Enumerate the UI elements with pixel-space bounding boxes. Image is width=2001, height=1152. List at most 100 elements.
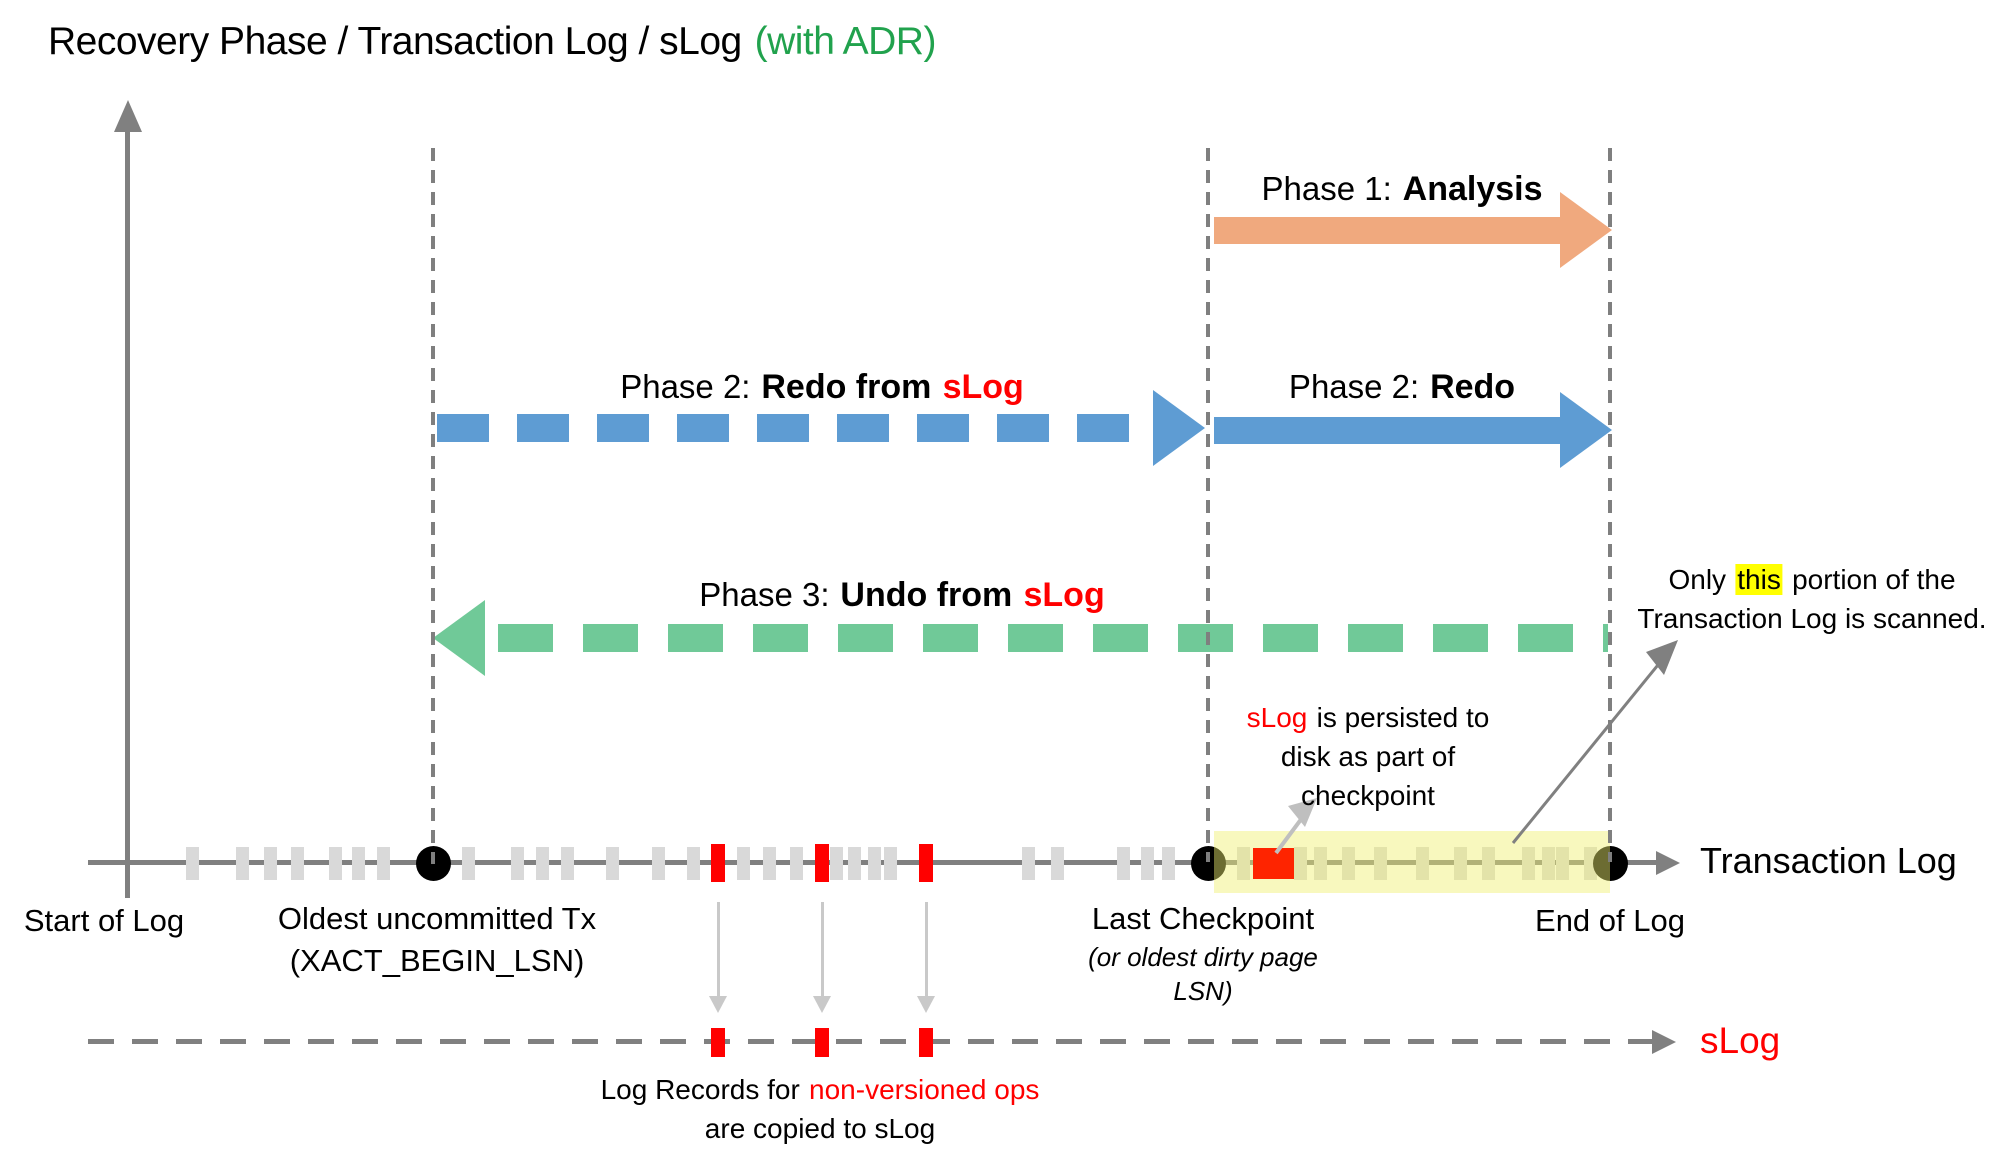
- phase2-redo-label: Phase 2: Redo: [1289, 368, 1515, 407]
- phase3-undo-from-slog-label: Phase 3: Undo from sLog: [699, 576, 1104, 615]
- log-tick: [1051, 847, 1064, 880]
- log-tick: [763, 847, 776, 880]
- phase3-red: sLog: [1023, 576, 1105, 614]
- persist-note-red: sLog: [1246, 702, 1308, 733]
- phase2-slog-prefix: Phase 2:: [620, 368, 751, 405]
- end-of-log-guide: [1608, 148, 1612, 862]
- phase2-slog-red: sLog: [942, 368, 1024, 406]
- log-tick: [329, 847, 342, 880]
- phase1-label: Phase 1:Analysis: [1262, 170, 1543, 209]
- persist-note-line3: checkpoint: [1301, 780, 1435, 811]
- log-tick: [1522, 847, 1535, 880]
- page-title: Recovery Phase / Transaction Log / sLog(…: [48, 20, 936, 64]
- copy-note-line1: Log Records for non-versioned ops: [601, 1070, 1040, 1109]
- oldest-uncommitted-tx-guide: [431, 148, 435, 864]
- log-tick: [790, 847, 803, 880]
- phase2-redo-arrow: [1214, 417, 1560, 444]
- copy-to-slog-arrow-line: [717, 902, 720, 996]
- copy-to-slog-arrowhead-icon: [813, 996, 831, 1013]
- log-tick: [377, 847, 390, 880]
- end-of-log-label: End of Log: [1535, 903, 1685, 938]
- phase2-redo-from-slog-arrowhead-icon: [1153, 390, 1205, 466]
- scan-note-post: portion of the: [1792, 564, 1956, 595]
- scan-note-line2: Transaction Log is scanned.: [1637, 603, 1987, 634]
- phase1-arrowhead-icon: [1560, 192, 1612, 268]
- log-tick: [462, 847, 475, 880]
- log-tick: [291, 847, 304, 880]
- transaction-log-label: Transaction Log: [1700, 840, 1957, 881]
- log-tick: [1022, 847, 1035, 880]
- log-tick: [1416, 847, 1429, 880]
- last-checkpoint-line1: Last Checkpoint: [1091, 901, 1315, 936]
- slog-copy-note: Log Records for non-versioned ops are cop…: [601, 1070, 1040, 1148]
- log-tick: [830, 847, 843, 880]
- persist-note-line2: disk as part of: [1280, 741, 1456, 772]
- copy-note-red: non-versioned ops: [809, 1074, 1040, 1105]
- last-checkpoint-label: Last Checkpoint (or oldest dirty page LS…: [1088, 898, 1318, 1008]
- log-tick: [1482, 847, 1495, 880]
- non-versioned-op-mark: [711, 844, 725, 882]
- log-tick: [1162, 847, 1175, 880]
- phase3-undo-arrow: [498, 624, 1608, 652]
- phase1-analysis-arrow: [1214, 217, 1560, 244]
- non-versioned-op-mark: [919, 844, 933, 882]
- log-tick: [186, 847, 199, 880]
- log-tick: [511, 847, 524, 880]
- oldest-tx-line1: Oldest uncommitted Tx: [277, 901, 597, 936]
- slog-line: [88, 1039, 1656, 1044]
- phase2-slog-bold: Redo from: [761, 368, 932, 406]
- log-tick: [687, 847, 700, 880]
- log-tick: [1294, 847, 1307, 880]
- title-adr-suffix: (with ADR): [754, 20, 937, 63]
- log-tick: [1556, 847, 1569, 880]
- phase2-prefix: Phase 2:: [1288, 368, 1420, 405]
- oldest-uncommitted-tx-label: Oldest uncommitted Tx (XACT_BEGIN_LSN): [278, 898, 596, 982]
- copy-to-slog-arrow-line: [925, 902, 928, 996]
- phase1-name: Analysis: [1402, 170, 1543, 208]
- slog-label: sLog: [1700, 1020, 1781, 1061]
- slog-record-mark: [815, 1028, 829, 1057]
- copy-to-slog-arrowhead-icon: [917, 996, 935, 1013]
- slog-arrowhead-icon: [1652, 1030, 1676, 1054]
- copy-to-slog-arrow-line: [821, 902, 824, 996]
- oldest-tx-line2: (XACT_BEGIN_LSN): [289, 943, 585, 978]
- log-tick: [1141, 847, 1154, 880]
- persist-note-rest: is persisted to: [1316, 702, 1490, 733]
- log-tick: [1542, 847, 1555, 880]
- log-tick: [236, 847, 249, 880]
- phase3-arrowhead-icon: [433, 600, 485, 676]
- slog-record-mark: [711, 1028, 725, 1057]
- transaction-log-arrowhead-icon: [1656, 851, 1680, 875]
- log-tick: [1342, 847, 1355, 880]
- copy-note-line2: are copied to sLog: [704, 1113, 936, 1144]
- non-versioned-op-mark: [815, 844, 829, 882]
- phase3-prefix: Phase 3:: [699, 576, 830, 613]
- start-of-log-label: Start of Log: [23, 903, 185, 938]
- phase2-redo-from-slog-label: Phase 2: Redo from sLog: [620, 368, 1024, 407]
- slog-persist-marker: [1253, 848, 1294, 879]
- log-tick: [1314, 847, 1327, 880]
- log-tick: [884, 847, 897, 880]
- scan-note-pre: Only: [1668, 564, 1727, 595]
- log-tick: [606, 847, 619, 880]
- log-tick: [264, 847, 277, 880]
- last-checkpoint-sub1: (or oldest dirty page: [1088, 942, 1318, 972]
- slog-record-mark: [919, 1028, 933, 1057]
- log-tick: [868, 847, 881, 880]
- vertical-axis-arrowhead-icon: [114, 100, 142, 132]
- log-tick: [352, 847, 365, 880]
- phase2-redo-from-slog-arrow: [437, 414, 1153, 442]
- last-checkpoint-guide: [1206, 148, 1210, 862]
- persist-note-line1: sLog is persisted to: [1247, 698, 1490, 737]
- copy-note-black: Log Records for: [600, 1074, 800, 1105]
- log-tick: [1117, 847, 1130, 880]
- phase2-name: Redo: [1430, 368, 1516, 406]
- phase3-bold: Undo from: [840, 576, 1013, 614]
- last-checkpoint-sub2: LSN): [1173, 976, 1233, 1006]
- log-tick: [561, 847, 574, 880]
- copy-to-slog-arrowhead-icon: [709, 996, 727, 1013]
- slog-persist-note: sLog is persisted to disk as part of chec…: [1247, 698, 1490, 815]
